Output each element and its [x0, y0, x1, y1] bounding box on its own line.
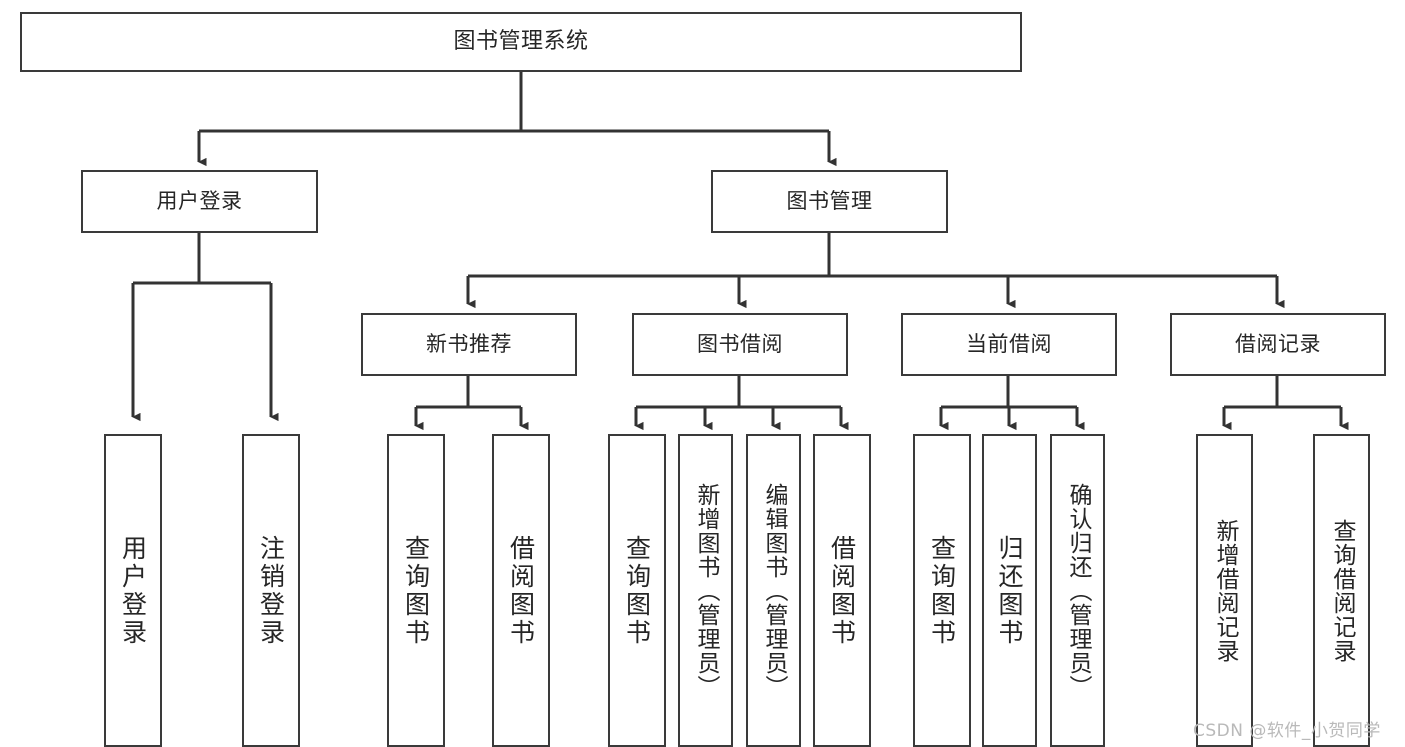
- leaf-book-borrow-add-book-admin[interactable]: 新增图书（管理员）: [678, 434, 733, 747]
- node-label: 查询图书: [401, 534, 431, 647]
- node-label: 归还图书: [995, 534, 1024, 647]
- watermark-text: CSDN @软件_小贺同学: [1193, 721, 1381, 741]
- leaf-current-borrow-return-book[interactable]: 归还图书: [982, 434, 1037, 747]
- leaf-book-borrow-query-book[interactable]: 查询图书: [608, 434, 666, 747]
- leaf-current-borrow-confirm-return-admin[interactable]: 确认归还（管理员）: [1050, 434, 1105, 747]
- node-label: 编辑图书（管理员）: [761, 482, 787, 699]
- node-label: 查询借阅记录: [1329, 518, 1355, 663]
- node-label: 借阅记录: [1235, 331, 1321, 356]
- node-label: 图书管理: [786, 188, 873, 213]
- node-book-management[interactable]: 图书管理: [711, 170, 948, 233]
- node-label: 图书借阅: [697, 331, 783, 356]
- node-label: 用户登录: [118, 534, 148, 647]
- node-root-book-management-system[interactable]: 图书管理系统: [20, 12, 1022, 72]
- leaf-new-book-borrow-book[interactable]: 借阅图书: [492, 434, 550, 747]
- node-new-book-recommend[interactable]: 新书推荐: [361, 313, 577, 376]
- leaf-user-login-login[interactable]: 用户登录: [104, 434, 162, 747]
- leaf-borrow-record-add-record[interactable]: 新增借阅记录: [1196, 434, 1253, 747]
- node-borrow-record[interactable]: 借阅记录: [1170, 313, 1386, 376]
- node-book-borrow[interactable]: 图书借阅: [632, 313, 848, 376]
- leaf-current-borrow-query-book[interactable]: 查询图书: [913, 434, 971, 747]
- node-label: 新增图书（管理员）: [693, 482, 719, 699]
- node-label: 新增借阅记录: [1212, 518, 1238, 663]
- leaf-user-login-logout[interactable]: 注销登录: [242, 434, 300, 747]
- leaf-book-borrow-edit-book-admin[interactable]: 编辑图书（管理员）: [746, 434, 801, 747]
- leaf-new-book-query-book[interactable]: 查询图书: [387, 434, 445, 747]
- node-current-borrow[interactable]: 当前借阅: [901, 313, 1117, 376]
- leaf-borrow-record-query-record[interactable]: 查询借阅记录: [1313, 434, 1370, 747]
- leaf-book-borrow-borrow-book[interactable]: 借阅图书: [813, 434, 871, 747]
- node-label: 借阅图书: [506, 534, 536, 647]
- node-label: 查询图书: [927, 534, 957, 647]
- node-label: 确认归还（管理员）: [1065, 482, 1091, 699]
- node-label: 用户登录: [156, 188, 243, 213]
- node-label: 注销登录: [256, 534, 286, 647]
- node-label: 当前借阅: [966, 331, 1052, 356]
- node-label: 借阅图书: [827, 534, 857, 647]
- node-user-login[interactable]: 用户登录: [81, 170, 318, 233]
- node-label: 查询图书: [622, 534, 652, 647]
- node-label: 图书管理系统: [453, 28, 589, 54]
- node-label: 新书推荐: [426, 331, 512, 356]
